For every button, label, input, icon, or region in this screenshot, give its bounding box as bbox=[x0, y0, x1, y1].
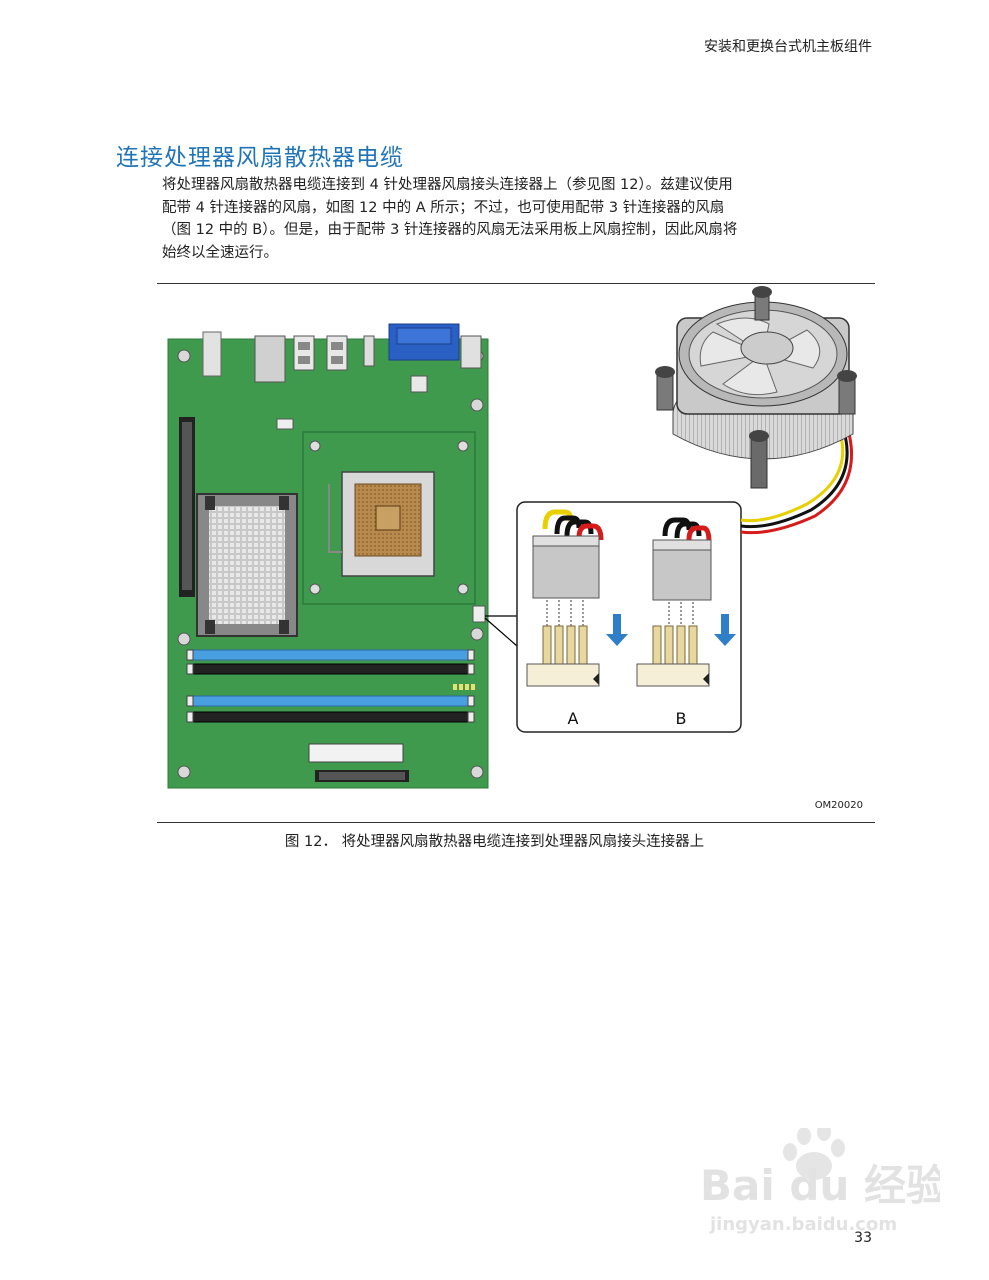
chipset-heatsink bbox=[197, 494, 297, 636]
cpu-socket bbox=[329, 472, 434, 576]
body-line: 将处理器风扇散热器电缆连接到 4 针处理器风扇接头连接器上（参见图 12）。兹建… bbox=[162, 174, 822, 197]
body-paragraph: 将处理器风扇散热器电缆连接到 4 针处理器风扇接头连接器上（参见图 12）。兹建… bbox=[162, 174, 822, 264]
watermark-logo-text: Bai du 经验 bbox=[700, 1161, 940, 1210]
label-b: B bbox=[676, 709, 687, 728]
motherboard bbox=[168, 324, 488, 788]
cpu-fan-heatsink bbox=[655, 286, 857, 488]
system-fan-header bbox=[277, 419, 293, 429]
figure-code: OM20020 bbox=[815, 800, 863, 811]
cpu-fan-header bbox=[473, 606, 485, 622]
body-line: 始终以全速运行。 bbox=[162, 242, 822, 265]
baidu-watermark-logo: Bai du 经验 jingyan.baidu.com bbox=[700, 1128, 940, 1238]
body-line: 配带 4 针连接器的风扇，如图 12 中的 A 所示；不过，也可使用配带 3 针… bbox=[162, 197, 822, 220]
label-a: A bbox=[568, 709, 579, 728]
connector-callout-box: A B bbox=[517, 502, 741, 732]
section-title: 连接处理器风扇散热器电缆 bbox=[116, 138, 404, 172]
body-line: （图 12 中的 B）。但是，由于配带 3 针连接器的风扇无法采用板上风扇控制，… bbox=[162, 219, 822, 242]
page-number: 33 bbox=[854, 1230, 872, 1246]
running-header: 安装和更换台式机主板组件 bbox=[0, 36, 872, 56]
figure-caption: 图 12． 将处理器风扇散热器电缆连接到处理器风扇接头连接器上 bbox=[0, 830, 989, 851]
figure-bottom-rule bbox=[157, 822, 875, 823]
four-pin-plug bbox=[533, 512, 601, 598]
figure-12-illustration: A B bbox=[157, 284, 875, 822]
